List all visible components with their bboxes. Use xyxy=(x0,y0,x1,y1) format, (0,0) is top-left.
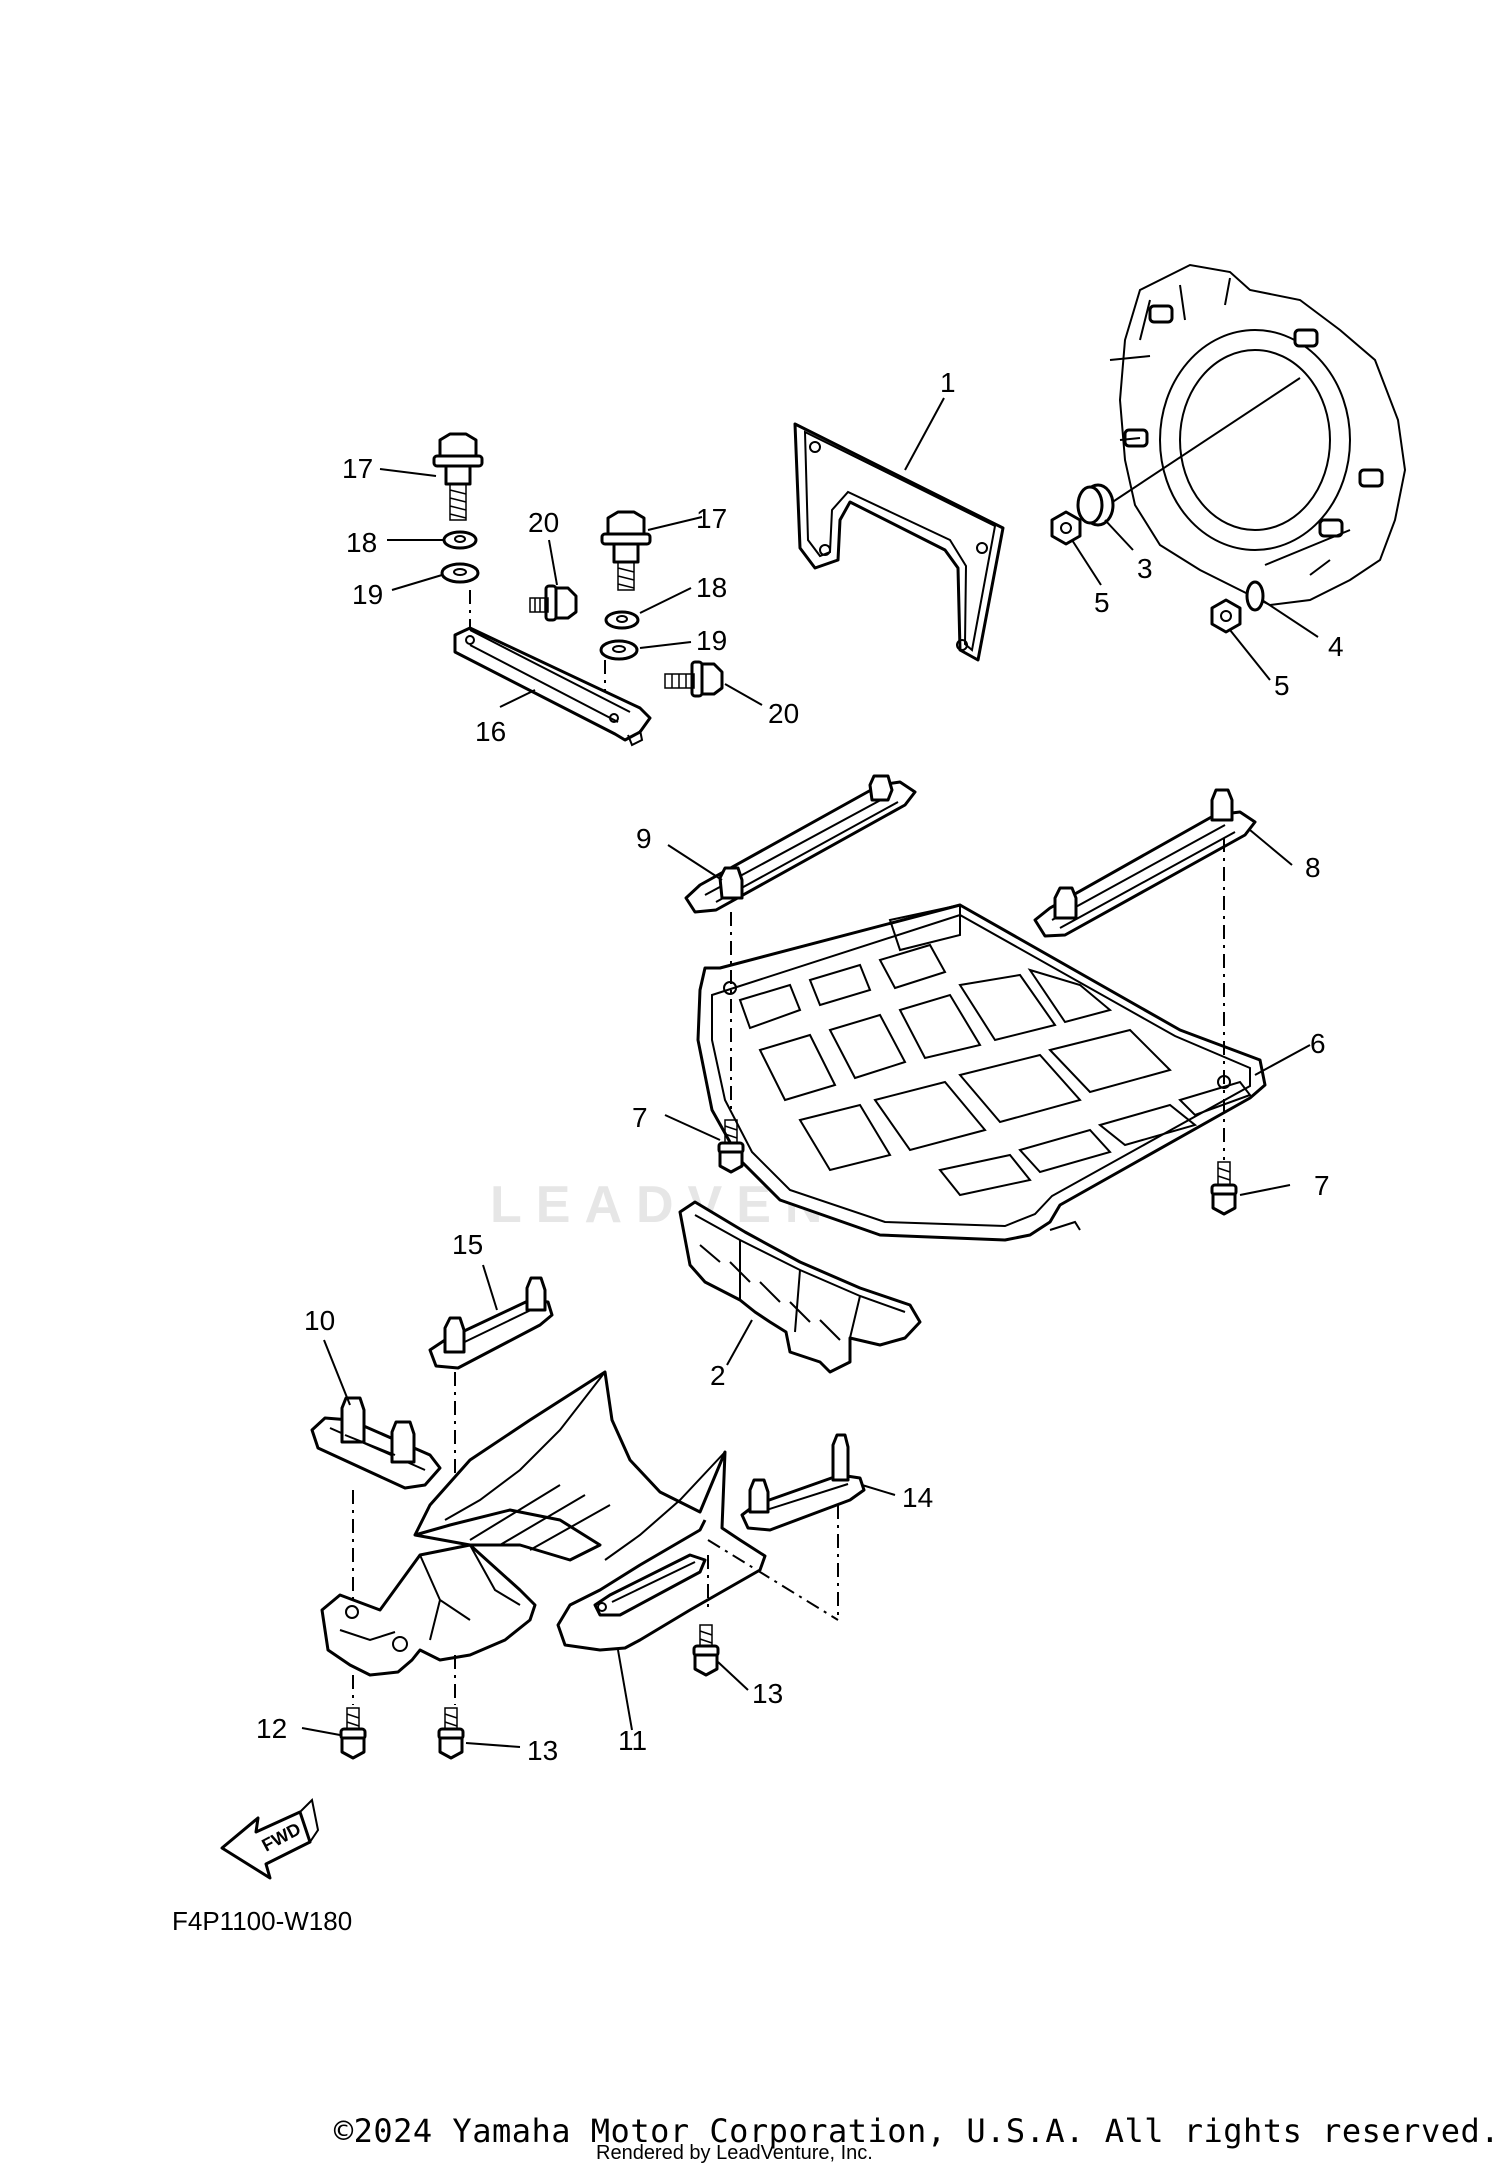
callout-4: 4 xyxy=(1328,631,1344,662)
callout-6: 6 xyxy=(1310,1028,1326,1059)
forward-direction-arrow: FWD xyxy=(220,1797,320,1880)
bolt-part-17-right xyxy=(600,510,652,591)
washer-part-4 xyxy=(1245,580,1265,612)
callout-15: 15 xyxy=(452,1229,483,1260)
copyright-notice: ©2024 Yamaha Motor Corporation, U.S.A. A… xyxy=(333,2112,1500,2150)
bolt-part-13-left xyxy=(437,1707,465,1760)
callout-20-lower: 20 xyxy=(768,698,799,729)
callout-numbers: 1 2 3 4 5 5 6 7 7 8 9 10 11 12 13 13 14 … xyxy=(256,367,1344,1766)
bolt-part-7-right xyxy=(1210,1161,1238,1216)
spacer-block-part-2 xyxy=(678,1200,922,1374)
callout-18-right: 18 xyxy=(696,572,727,603)
bracket-part-16 xyxy=(453,626,652,747)
mount-pad-part-10 xyxy=(310,1396,442,1490)
callout-1: 1 xyxy=(940,367,956,398)
washer-part-18-right xyxy=(604,610,640,630)
callout-9: 9 xyxy=(636,823,652,854)
rail-part-8 xyxy=(1033,788,1257,938)
callout-10: 10 xyxy=(304,1305,335,1336)
callout-5-upper: 5 xyxy=(1094,587,1110,618)
callout-17-right: 17 xyxy=(696,503,727,534)
mount-pad-part-14 xyxy=(740,1433,866,1532)
washer-part-19-right xyxy=(599,639,639,661)
rubber-mount-part-3 xyxy=(1076,483,1115,527)
bolt-part-7-left xyxy=(717,1119,745,1174)
wedge-base-part-11 xyxy=(320,1370,767,1677)
mount-tray-part-6 xyxy=(696,903,1267,1242)
callout-12: 12 xyxy=(256,1713,287,1744)
callout-18-left: 18 xyxy=(346,527,377,558)
nut-part-5-lower xyxy=(1210,598,1242,634)
bracket-plate-part-1 xyxy=(793,422,1005,662)
bolt-part-17-left xyxy=(432,432,484,521)
engine-housing-outline xyxy=(1107,263,1407,607)
leader-lines xyxy=(301,397,1319,1748)
rendered-by-notice: Rendered by LeadVenture, Inc. xyxy=(596,2142,873,2164)
nut-part-5-upper xyxy=(1050,510,1082,546)
callout-2: 2 xyxy=(710,1360,726,1391)
bolt-part-13-right xyxy=(692,1624,720,1677)
callout-5-lower: 5 xyxy=(1274,670,1290,701)
mount-pad-part-15 xyxy=(428,1276,554,1370)
callout-20-upper: 20 xyxy=(528,507,559,538)
callout-19-right: 19 xyxy=(696,625,727,656)
bolt-part-20-lower xyxy=(664,660,724,698)
callout-13-left: 13 xyxy=(527,1735,558,1766)
callout-14: 14 xyxy=(902,1482,933,1513)
callout-16: 16 xyxy=(475,716,506,747)
diagram-code-label: F4P1100-W180 xyxy=(172,1906,352,1936)
callout-7-left: 7 xyxy=(632,1102,648,1133)
callout-8: 8 xyxy=(1305,852,1321,883)
bolt-part-20-upper xyxy=(529,584,578,622)
callout-13-right: 13 xyxy=(752,1678,783,1709)
washer-part-19-left xyxy=(440,562,480,584)
callout-11: 11 xyxy=(618,1725,647,1756)
rail-part-9 xyxy=(684,774,917,914)
washer-part-18-left xyxy=(442,530,478,550)
callout-19-left: 19 xyxy=(352,579,383,610)
callout-17-left: 17 xyxy=(342,453,373,484)
callout-3: 3 xyxy=(1137,553,1153,584)
callout-7-right: 7 xyxy=(1314,1170,1330,1201)
bolt-part-12 xyxy=(339,1707,367,1760)
